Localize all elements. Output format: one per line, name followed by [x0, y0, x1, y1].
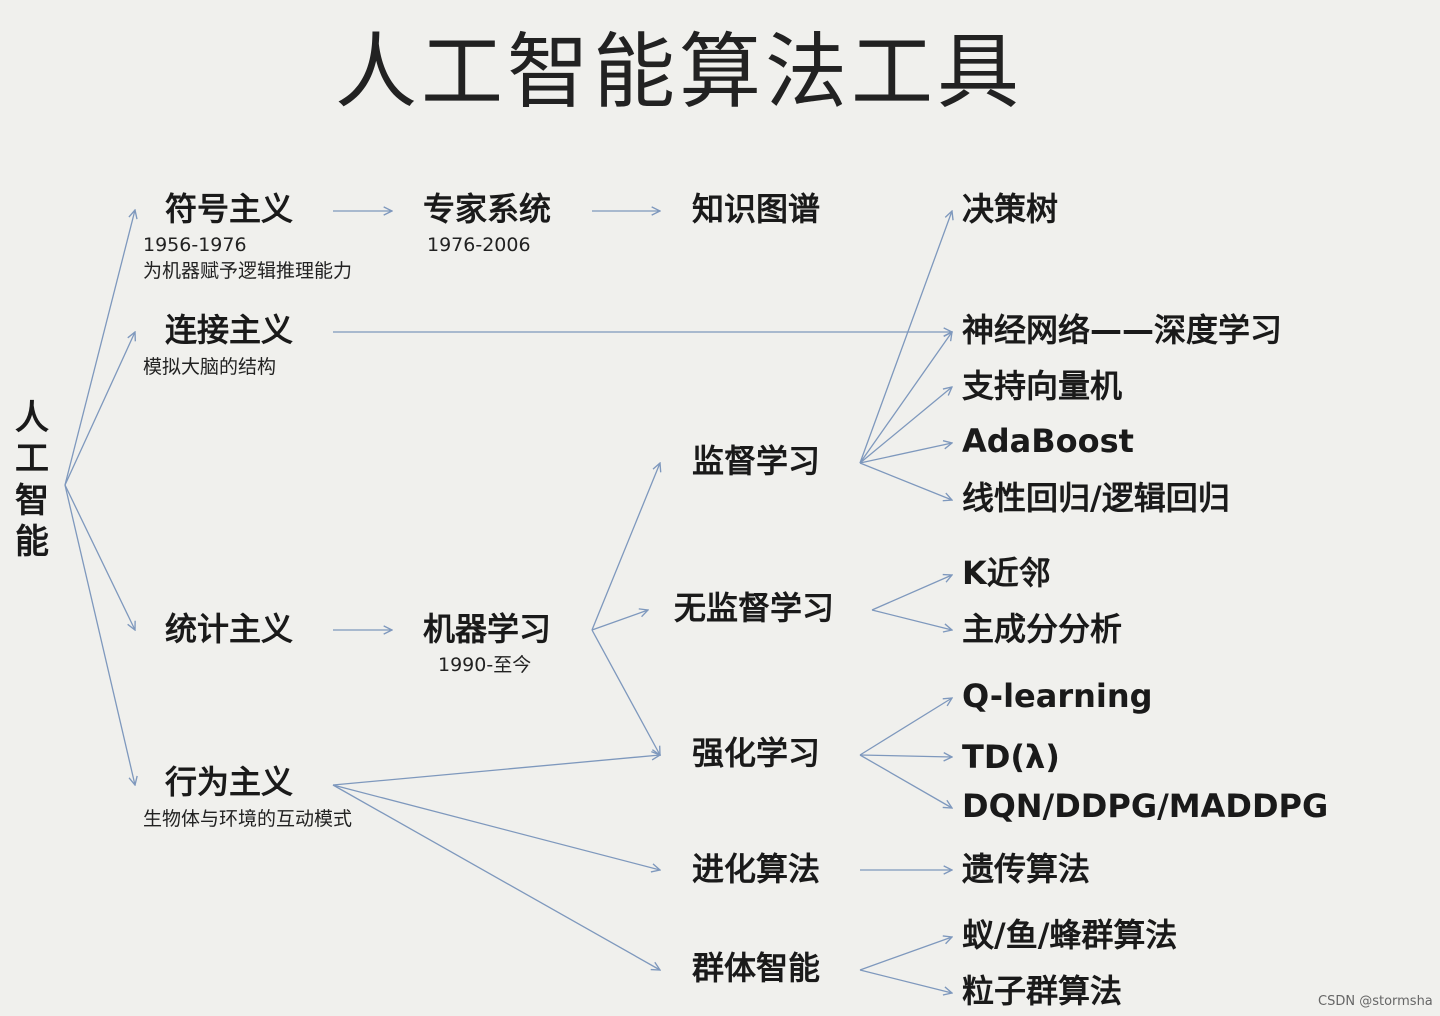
node-behaviorism: 行为主义	[165, 763, 294, 801]
arrow-unsupervised-to-pca	[871, 609, 952, 630]
leaf-regression: 线性回归/逻辑回归	[962, 479, 1230, 517]
arrow-supervised-to-adaboost	[859, 443, 952, 464]
node-statistics: 统计主义	[165, 610, 294, 648]
arrow-behaviorism-to-reinforcement	[332, 755, 660, 786]
node-machine-learning: 机器学习	[423, 610, 552, 648]
leaf-particle-swarm: 粒子群算法	[962, 972, 1123, 1010]
symbolism-description: 为机器赋予逻辑推理能力	[143, 260, 353, 282]
leaf-knn: K近邻	[962, 554, 1051, 592]
arrow-supervised-to-neural	[859, 332, 952, 464]
arrow-ai-to-symbolism	[64, 210, 135, 486]
arrow-reinforcement-to-qlearning	[859, 698, 952, 756]
arrow-unsupervised-to-knn	[871, 575, 952, 611]
machine-learning-years: 1990-至今	[438, 654, 532, 676]
arrow-behaviorism-to-evolutionary	[332, 784, 660, 870]
node-supervised-learning: 监督学习	[692, 442, 821, 480]
node-connectionism: 连接主义	[165, 311, 294, 349]
arrow-swarm-to-swarm-algo	[859, 937, 952, 971]
node-unsupervised-learning: 无监督学习	[674, 589, 835, 627]
arrow-ai-to-statistics	[64, 484, 135, 630]
leaf-pca: 主成分分析	[962, 610, 1123, 648]
arrow-supervised-to-decision-tree	[859, 211, 952, 464]
behaviorism-description: 生物体与环境的互动模式	[143, 808, 353, 830]
node-expert-system: 专家系统	[423, 190, 552, 228]
connectionism-description: 模拟大脑的结构	[143, 356, 277, 378]
leaf-dqn: DQN/DDPG/MADDPG	[962, 787, 1329, 825]
watermark: CSDN @stormsha	[1318, 994, 1433, 1009]
expert-system-years: 1976-2006	[427, 234, 531, 256]
leaf-q-learning: Q-learning	[962, 677, 1153, 715]
leaf-adaboost: AdaBoost	[962, 422, 1134, 460]
node-reinforcement-learning: 强化学习	[692, 734, 821, 772]
arrow-supervised-to-svm	[859, 387, 952, 464]
node-evolutionary-algorithm: 进化算法	[692, 850, 821, 888]
leaf-genetic-algorithm: 遗传算法	[962, 850, 1091, 888]
leaf-neural-network: 神经网络——深度学习	[962, 311, 1283, 349]
arrow-ml-to-reinforcement	[591, 629, 660, 755]
arrow-reinforcement-to-td	[859, 755, 952, 757]
leaf-swarm-algorithms: 蚁/鱼/蜂群算法	[962, 916, 1178, 954]
root-node-ai: 人工智能	[15, 398, 49, 563]
symbolism-years: 1956-1976	[143, 234, 247, 256]
arrow-ai-to-behaviorism	[64, 484, 135, 785]
arrow-behaviorism-to-swarm	[332, 784, 660, 970]
leaf-svm: 支持向量机	[962, 367, 1123, 405]
node-knowledge-graph: 知识图谱	[692, 190, 821, 228]
arrow-swarm-to-pso	[859, 969, 952, 993]
arrow-ai-to-connectionism	[64, 332, 135, 486]
leaf-td-lambda: TD(λ)	[962, 738, 1060, 776]
page-title: 人工智能算法工具	[335, 25, 1024, 120]
node-symbolism: 符号主义	[165, 190, 294, 228]
leaf-decision-tree: 决策树	[962, 190, 1059, 228]
arrow-ml-to-supervised	[591, 463, 660, 631]
node-swarm-intelligence: 群体智能	[692, 949, 821, 987]
arrow-supervised-to-regression	[859, 462, 952, 500]
arrow-ml-to-unsupervised	[591, 610, 648, 631]
arrow-reinforcement-to-dqn	[859, 754, 952, 808]
